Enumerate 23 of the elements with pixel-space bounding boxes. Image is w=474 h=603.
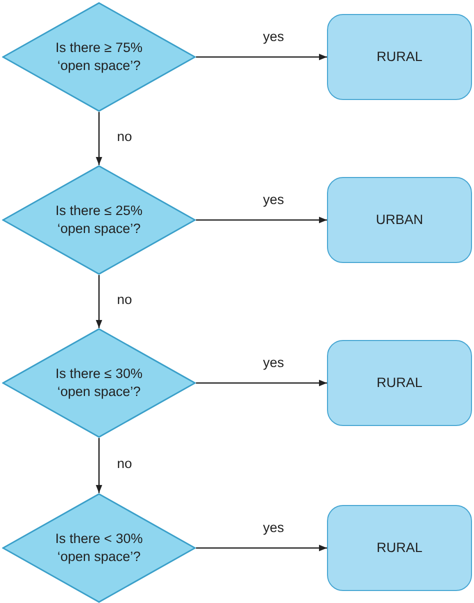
outcome-box — [327, 505, 472, 591]
question-text: Is there < 30% ‘open space’? — [54, 530, 144, 566]
decision-diamond — [2, 2, 196, 112]
question-text: Is there ≥ 75% ‘open space’? — [54, 38, 144, 75]
outcome-text: URBAN — [376, 210, 424, 229]
question-text: Is there ≤ 30% ‘open space’? — [54, 364, 144, 401]
arrow — [96, 275, 102, 328]
outcome-text: RURAL — [376, 374, 422, 392]
outcome-text: RURAL — [376, 538, 422, 557]
arrow — [96, 112, 102, 165]
outcome-text: RURAL — [376, 48, 422, 66]
outcome-box — [327, 14, 472, 100]
decision-diamond — [2, 493, 196, 603]
arrow — [96, 438, 102, 493]
arrow — [196, 380, 327, 386]
question-text: Is there ≤ 25% ‘open space’? — [54, 202, 144, 238]
outcome-box — [327, 177, 472, 263]
decision-diamond — [2, 328, 196, 438]
outcome-box — [327, 340, 472, 426]
arrow — [196, 216, 327, 224]
decision-diamond — [2, 165, 196, 275]
arrow — [196, 54, 327, 60]
arrow — [196, 544, 327, 552]
